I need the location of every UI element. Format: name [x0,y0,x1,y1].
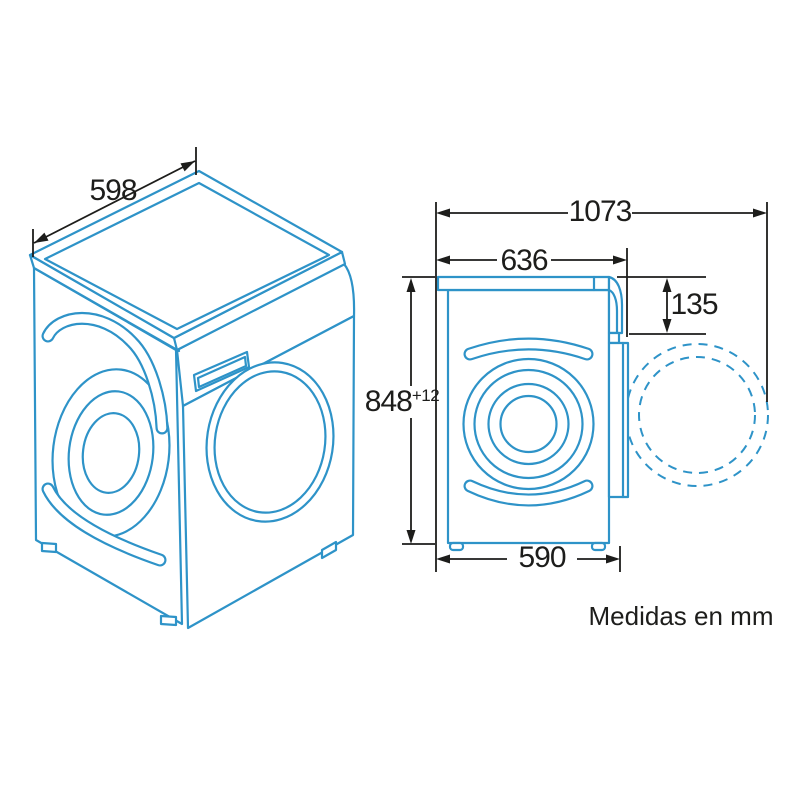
iso-side-swirl-pattern [41,312,171,567]
iso-top-face-rim [43,181,331,331]
dimension-arrowheads [34,161,767,564]
iso-foot-back [40,541,58,554]
side-fascia-curve [607,275,624,335]
iso-display-window [192,350,251,393]
iso-door [205,361,335,523]
front-width-dimension-label: 598 [89,174,137,207]
iso-top-face [28,169,344,340]
base-depth-dimension-label: 590 [518,541,566,574]
units-note: Medidas en mm [588,601,774,631]
door-side-profile [607,341,630,499]
side-top-panel [436,275,611,292]
side-view [436,275,769,552]
iso-foot-front [159,614,178,627]
dimension-lines [32,147,753,560]
side-swirl-arcs [463,337,594,507]
height-tolerance: +12 [411,386,440,405]
top-to-door-dimension-label: 135 [670,288,718,321]
depth-total-dimension-label: 636 [500,244,548,277]
height-dimension-label: 848+12 [364,385,440,418]
side-foot-right [590,541,607,552]
height-value: 848 [364,385,413,418]
side-fascia-inner-curve [607,288,619,335]
side-foot-left [448,541,465,552]
dimension-linework [32,147,768,572]
side-fascia-step [607,331,621,345]
drum-rings [462,357,595,491]
open-door-dashed-outline [625,343,769,487]
depth-door-open-dimension-label: 1073 [568,195,633,228]
iso-foot-right [320,540,338,560]
isometric-view [28,169,356,630]
